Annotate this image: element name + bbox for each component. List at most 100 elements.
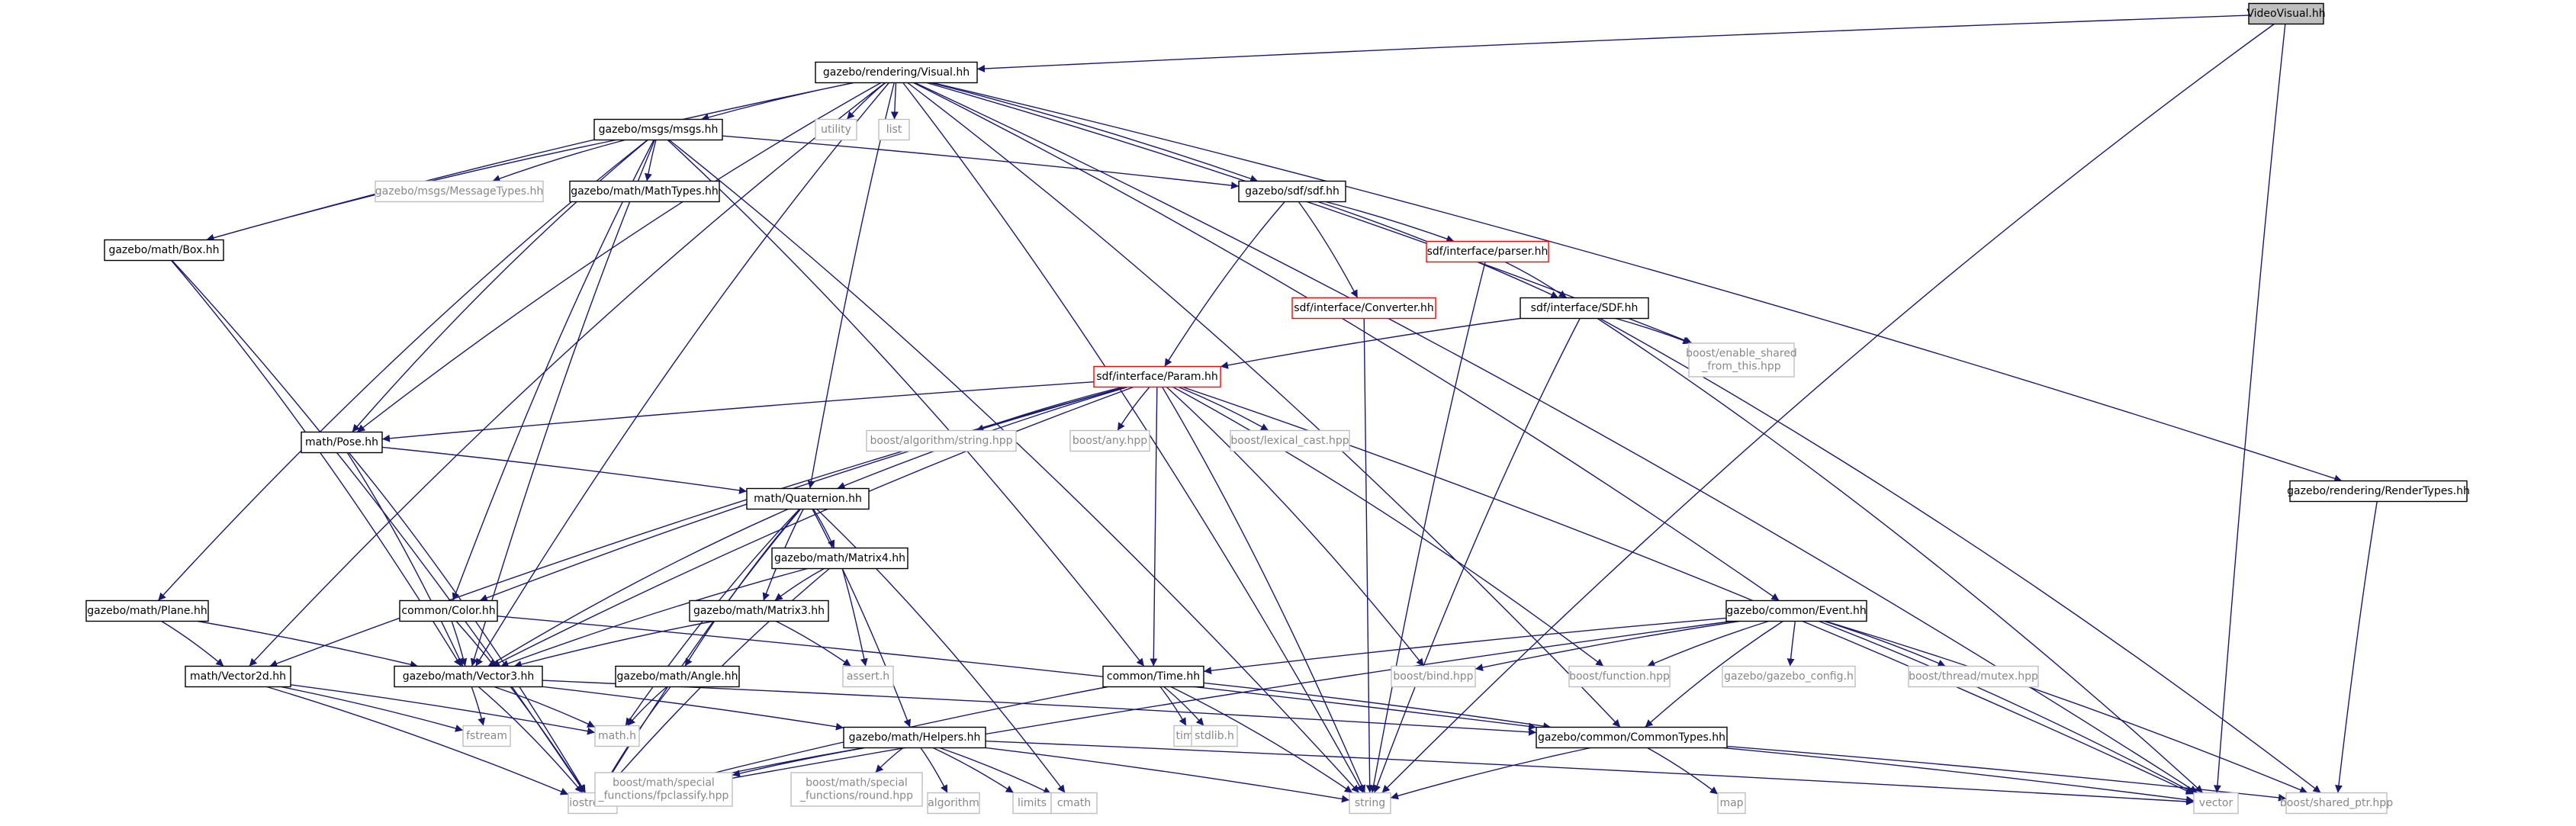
node-box-utility [815,118,857,141]
node-box-fpclass [594,772,733,807]
node-label-enable-0: boost/enable_shared [1686,348,1797,360]
node-label-fstream: fstream [466,730,507,742]
node-algostr: boost/algorithm/string.hpp [866,429,1017,452]
node-video[interactable]: VideoVisual.hh [2246,2,2326,25]
node-parser[interactable]: sdf/interface/parser.hh [1426,240,1549,263]
edge-visual-to-utility [846,82,886,120]
node-pose[interactable]: math/Pose.hh [301,431,383,454]
edge-angle-to-mathh [627,686,667,726]
node-vector3[interactable]: gazebo/math/Vector3.hh [394,665,543,688]
node-box-mathtypes [569,180,720,203]
node-converter[interactable]: sdf/interface/Converter.hh [1291,297,1436,320]
edge-param-to-vector3 [491,386,1134,667]
node-angle[interactable]: gazebo/math/Angle.hh [615,665,740,688]
edge-vector3-to-fstream [471,686,486,726]
node-param[interactable]: sdf/interface/Param.hh [1093,365,1221,388]
node-sdfi[interactable]: sdf/interface/SDF.hh [1520,297,1649,320]
node-box-algostr [866,429,1017,452]
node-round: boost/math/special_functions/round.hpp [790,772,923,807]
node-box-pose [301,431,383,454]
node-label-vector2d: math/Vector2d.hh [190,670,286,683]
edge-event-to-mutex [1824,620,1946,667]
node-box[interactable]: gazebo/math/Box.hh [104,239,224,262]
node-msgs[interactable]: gazebo/msgs/msgs.hh [593,118,723,141]
node-matrix4[interactable]: gazebo/math/Matrix4.hh [771,547,909,570]
node-rendertypes[interactable]: gazebo/rendering/RenderTypes.hh [2287,480,2470,503]
edge-event-to-iostream [616,620,1732,802]
node-label-algostr: boost/algorithm/string.hpp [870,435,1012,447]
edge-msgs-to-mathtypes [644,140,657,182]
edge-param-to-bind [1166,386,1425,667]
edge-video-to-string [1381,23,2275,793]
node-box-bind [1391,665,1476,688]
node-box-time [1102,665,1204,688]
edge-param-to-pose [381,381,1095,442]
edge-sdfi-to-string [1373,318,1581,793]
node-box-param [1093,365,1221,388]
edge-sdfi-to-param [1220,317,1521,369]
edge-video-to-vector [2213,24,2286,793]
node-label-assert: assert.h [847,670,889,683]
node-label-string: string [1355,797,1385,809]
node-label-video: VideoVisual.hh [2246,8,2325,20]
node-box-stdlib [1191,725,1238,747]
node-mutex: boost/thread/mutex.hpp [1908,665,2039,688]
node-common[interactable]: gazebo/common/CommonTypes.hh [1536,726,1728,749]
node-event[interactable]: gazebo/common/Event.hh [1725,599,1867,622]
node-label-param: sdf/interface/Param.hh [1096,371,1218,383]
edge-param-to-time [1150,387,1158,667]
node-mathtypes[interactable]: gazebo/math/MathTypes.hh [569,180,720,203]
node-label-rendertypes: gazebo/rendering/RenderTypes.hh [2287,485,2470,497]
edge-quat-to-helpers [812,509,912,728]
node-label-sharedptr: boost/shared_ptr.hpp [2280,797,2393,809]
edge-vector3-to-helpers [542,686,844,731]
node-label-matrix3: gazebo/math/Matrix3.hh [693,605,825,617]
node-label-cmath: cmath [1057,797,1091,809]
edge-msgs-to-sdf [722,135,1240,190]
edge-time-to-timeh [1159,686,1187,726]
edge-visual-to-rendertypes [932,82,2343,483]
edge-vector3-to-iostream [478,686,584,793]
node-visual[interactable]: gazebo/rendering/Visual.hh [815,61,978,84]
node-time[interactable]: common/Time.hh [1102,665,1204,688]
node-box-lexical [1230,429,1350,452]
edge-vector3-to-mathh [494,686,596,728]
node-box-video [2248,2,2324,25]
node-box-enable [1688,342,1795,378]
node-box-box [104,239,224,262]
node-box-map [1717,792,1746,815]
node-box-visual [815,61,978,84]
edge-common-to-sharedptr [1726,745,2287,802]
edge-visual-to-sdf [930,82,1259,182]
node-box-list [878,118,910,141]
node-quat[interactable]: math/Quaternion.hh [746,487,870,510]
node-box-event [1725,599,1867,622]
node-label-event: gazebo/common/Event.hh [1726,605,1867,617]
edge-helpers-to-cmath [939,747,1052,795]
node-box-helpers [843,726,986,749]
node-label-round-1: _functions/round.hpp [799,790,913,802]
edge-time-to-string [1170,686,1353,794]
node-plane[interactable]: gazebo/math/Plane.hh [85,599,209,622]
edge-event-to-config [1786,621,1796,667]
node-label-time: common/Time.hh [1107,670,1200,683]
node-fpclass: boost/math/special_functions/fpclassify.… [594,772,733,807]
node-matrix3[interactable]: gazebo/math/Matrix3.hh [689,599,829,622]
node-vector: vector [2193,792,2239,815]
node-label-stdlib: stdlib.h [1195,730,1234,742]
node-label-map: map [1719,797,1743,809]
node-label-box: gazebo/math/Box.hh [108,244,219,256]
node-box-function [1568,665,1671,688]
node-label-visual: gazebo/rendering/Visual.hh [823,66,970,79]
node-box-round [790,772,923,807]
node-sdf[interactable]: gazebo/sdf/sdf.hh [1238,180,1346,203]
node-box-mathh [594,725,640,747]
edge-helpers-to-string [985,747,1350,803]
node-list: list [878,118,910,141]
node-label-vector3: gazebo/math/Vector3.hh [403,670,535,683]
edge-helpers-to-round [875,747,904,773]
node-helpers[interactable]: gazebo/math/Helpers.hh [843,726,986,749]
node-vector2d[interactable]: math/Vector2d.hh [185,665,291,688]
edge-common-to-map [1647,747,1719,795]
node-color[interactable]: common/Color.hh [399,599,498,622]
